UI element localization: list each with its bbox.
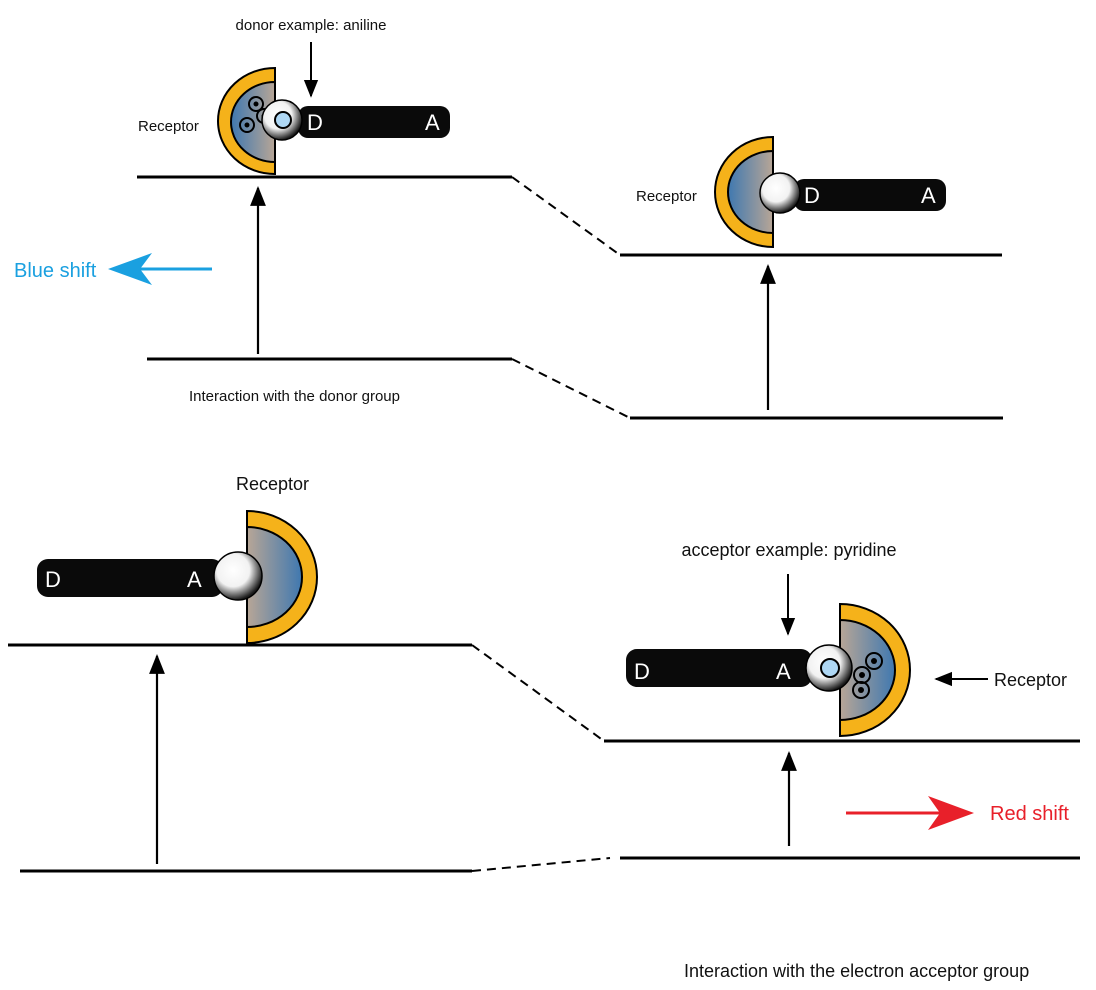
da-molecule-reference-2: D A bbox=[37, 552, 262, 600]
acceptor-letter: A bbox=[921, 183, 936, 208]
da-molecule-acceptor: D A bbox=[626, 645, 852, 691]
acceptor-letter: A bbox=[776, 659, 791, 684]
receptor-label-acceptor: Receptor bbox=[994, 670, 1067, 690]
donor-letter: D bbox=[45, 567, 61, 592]
acceptor-letter: A bbox=[187, 567, 202, 592]
receptor-label-reference: Receptor bbox=[636, 188, 697, 205]
receptor-label-top: Receptor bbox=[236, 474, 309, 494]
donor-letter: D bbox=[804, 183, 820, 208]
red-shift-label: Red shift bbox=[990, 803, 1069, 825]
reference-panel-bottom: Receptor D A bbox=[8, 474, 472, 871]
blue-shift-label: Blue shift bbox=[14, 260, 97, 282]
reference-panel-top: Receptor D A bbox=[620, 137, 1003, 418]
da-molecule-donor: D A bbox=[262, 100, 450, 140]
acceptor-letter: A bbox=[425, 110, 440, 135]
da-molecule-reference: D A bbox=[760, 173, 946, 213]
donor-letter: D bbox=[307, 110, 323, 135]
donor-example-label: donor example: aniline bbox=[236, 17, 387, 34]
acceptor-sphere bbox=[214, 552, 262, 600]
acceptor-example-label: acceptor example: pyridine bbox=[681, 540, 896, 560]
correlation-line bbox=[472, 858, 610, 871]
correlation-line bbox=[472, 645, 604, 741]
donor-interaction-caption: Interaction with the donor group bbox=[189, 388, 400, 405]
correlation-line bbox=[512, 177, 620, 255]
acceptor-interaction-caption: Interaction with the electron acceptor g… bbox=[684, 961, 1029, 981]
red-shift-indicator: Red shift bbox=[846, 796, 1069, 830]
correlation-line bbox=[512, 359, 630, 418]
receptor-label-donor: Receptor bbox=[138, 118, 199, 135]
donor-interaction-panel: donor example: aniline Receptor D A bbox=[137, 17, 512, 359]
blue-shift-indicator: Blue shift bbox=[14, 253, 212, 285]
donor-sphere bbox=[760, 173, 800, 213]
donor-letter: D bbox=[634, 659, 650, 684]
